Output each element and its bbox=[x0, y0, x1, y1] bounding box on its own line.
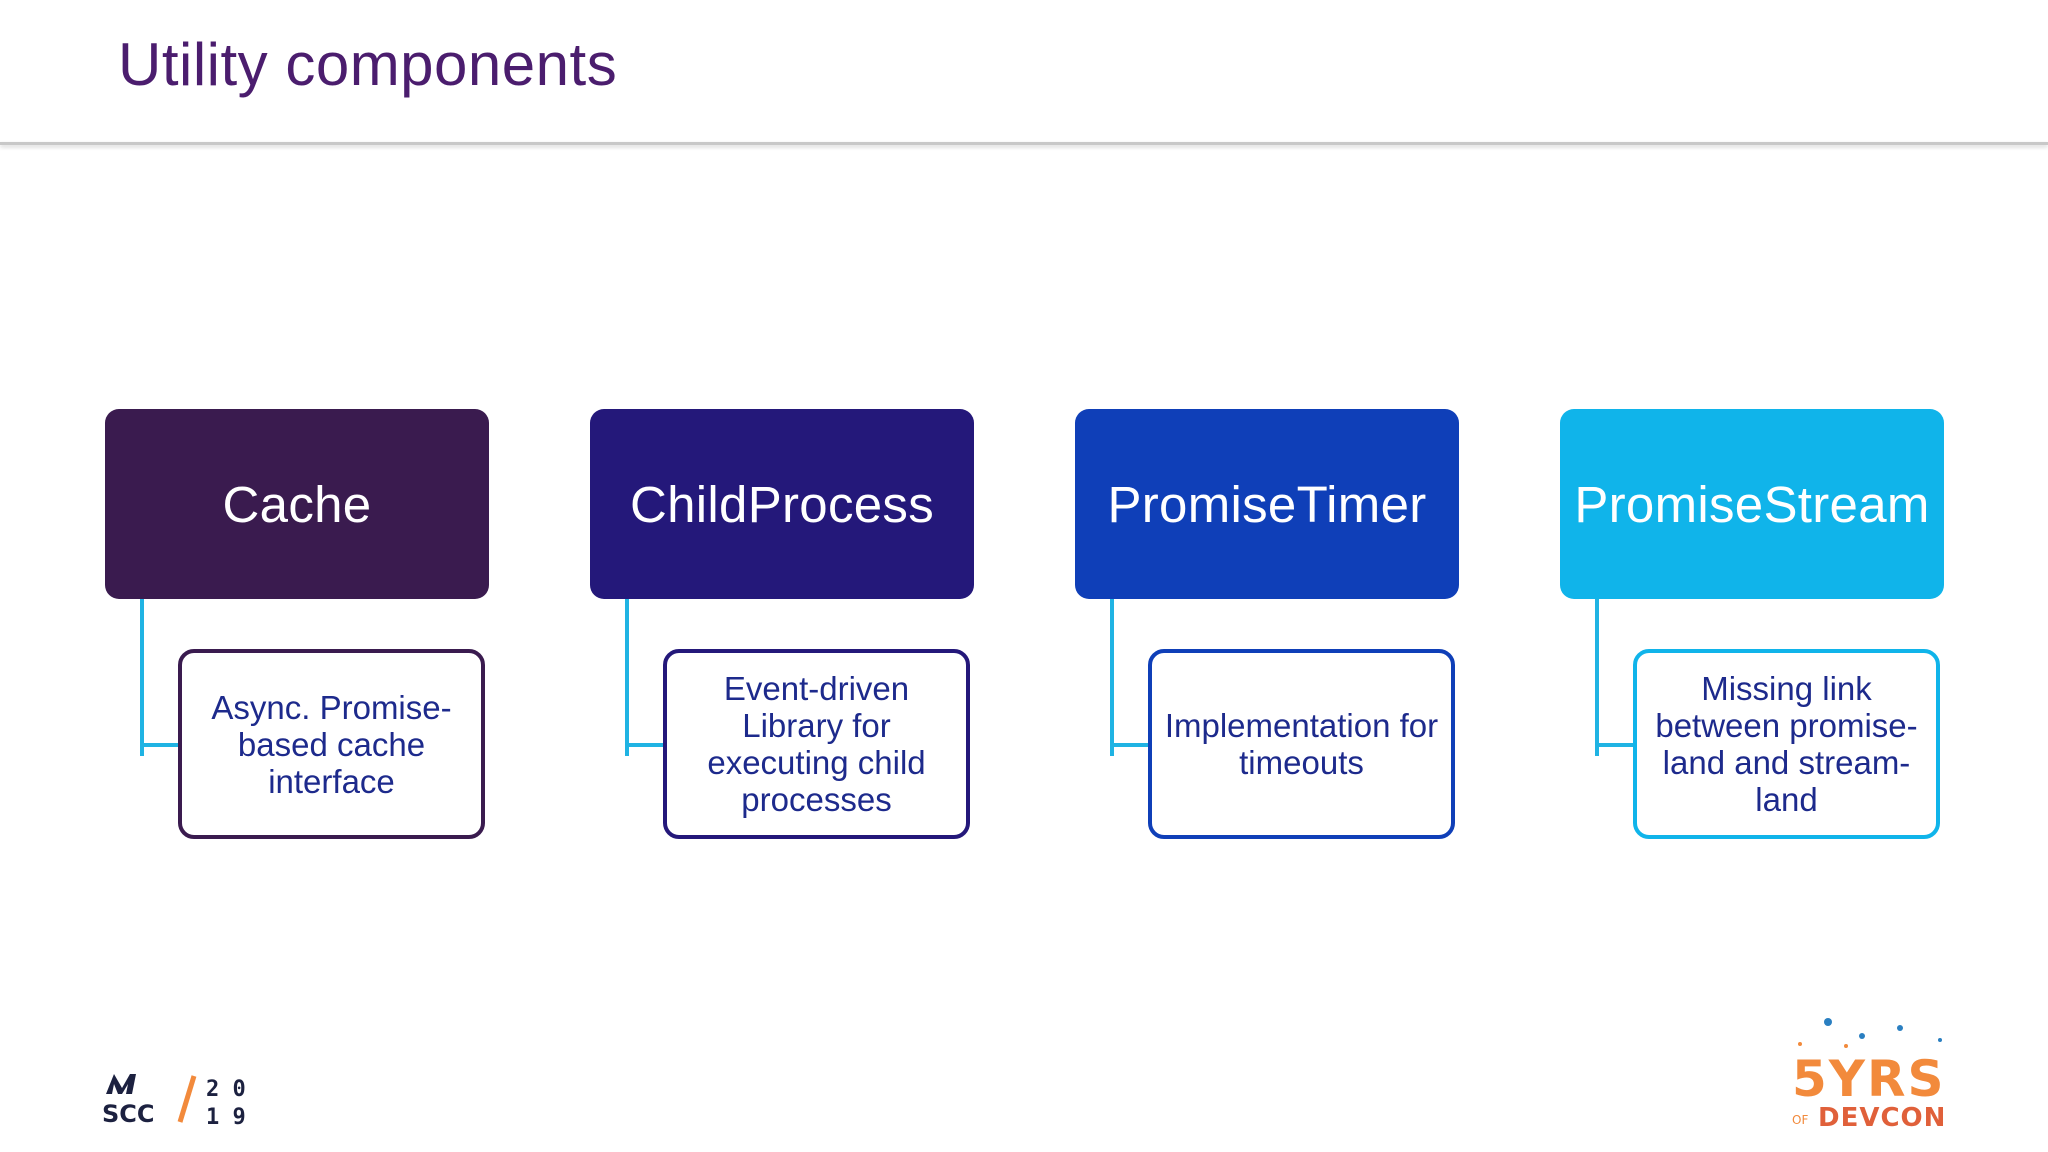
logo-scc-text: SCC bbox=[102, 1100, 155, 1128]
logo-year-top: 2 0 bbox=[206, 1077, 246, 1102]
title-divider bbox=[0, 142, 2048, 145]
component-promisetimer: PromiseTimer Implementation for timeouts bbox=[1075, 409, 1595, 849]
connector-vertical bbox=[1595, 599, 1599, 756]
logo-5yrs-text: 5YRS bbox=[1792, 1050, 1946, 1108]
logo-devcon-text: DEVCON bbox=[1818, 1103, 1946, 1130]
connector-horizontal bbox=[1110, 743, 1150, 747]
connector-horizontal bbox=[1595, 743, 1635, 747]
component-description-childprocess: Event-driven Library for executing child… bbox=[663, 649, 970, 839]
slide-title: Utility components bbox=[118, 31, 618, 98]
logo-year-bottom: 1 9 bbox=[206, 1105, 246, 1128]
component-description-cache: Async. Promise-based cache interface bbox=[178, 649, 485, 839]
component-promisestream: PromiseStream Missing link between promi… bbox=[1560, 409, 2048, 849]
component-header-promisestream: PromiseStream bbox=[1560, 409, 1944, 599]
connector-vertical bbox=[625, 599, 629, 756]
connector-vertical bbox=[1110, 599, 1114, 756]
component-cache: Cache Async. Promise-based cache interfa… bbox=[105, 409, 625, 849]
connector-horizontal bbox=[140, 743, 180, 747]
devcon-logo-graphic: 5YRS OF DEVCON bbox=[1792, 1018, 1946, 1133]
component-description-promisetimer: Implementation for timeouts bbox=[1148, 649, 1455, 839]
connector-vertical bbox=[140, 599, 144, 756]
connector-horizontal bbox=[625, 743, 665, 747]
component-header-cache: Cache bbox=[105, 409, 489, 599]
component-description-promisestream: Missing link between promise-land and st… bbox=[1633, 649, 1940, 839]
component-header-childprocess: ChildProcess bbox=[590, 409, 974, 599]
component-childprocess: ChildProcess Event-driven Library for ex… bbox=[590, 409, 1110, 849]
devcon-logo: 5YRS OF DEVCON bbox=[1790, 1010, 1960, 1133]
conference-logo-graphic: SCC 2 0 1 9 bbox=[102, 1074, 246, 1130]
component-header-promisetimer: PromiseTimer bbox=[1075, 409, 1459, 599]
logo-of-text: OF bbox=[1792, 1113, 1808, 1127]
conference-logo: SCC 2 0 1 9 bbox=[100, 1070, 270, 1130]
